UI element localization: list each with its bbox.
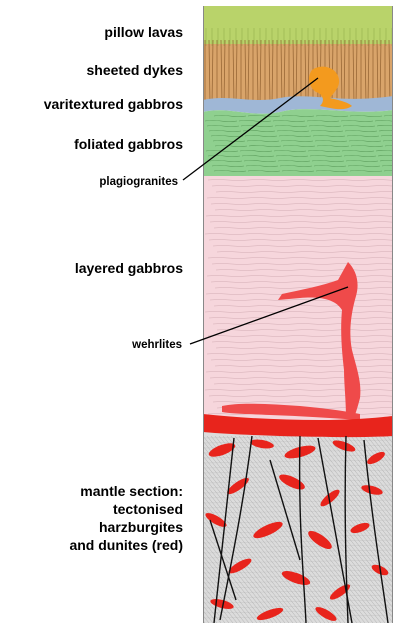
label-sheeted-dykes: sheeted dykes (87, 62, 184, 78)
label-foliated-gabbros: foliated gabbros (74, 136, 183, 152)
label-mantle-section: mantle section: tectonised harzburgites and… (69, 483, 183, 553)
label-mantle-line: tectonised (113, 501, 183, 517)
label-mantle-line: and dunites (red) (69, 537, 183, 553)
label-varitextured-gabbros: varitextured gabbros (44, 96, 183, 112)
label-pillow-lavas: pillow lavas (104, 24, 183, 40)
sheeted-dykes-layer (203, 44, 393, 100)
label-mantle-line: mantle section: (80, 483, 183, 499)
label-layered-gabbros: layered gabbros (75, 260, 183, 276)
label-plagiogranites: plagiogranites (99, 176, 178, 188)
label-wehrlites: wehrlites (131, 339, 182, 351)
label-mantle-line: harzburgites (99, 519, 183, 535)
